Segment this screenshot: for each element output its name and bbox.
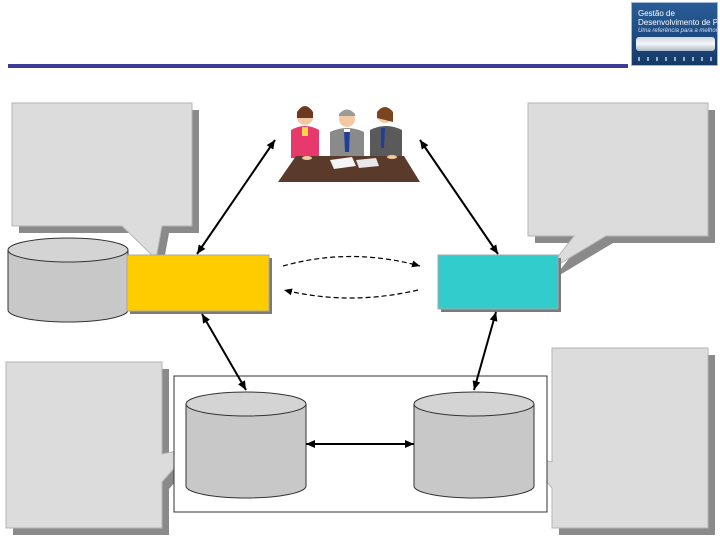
dashed-arrow-to-cyan <box>282 255 421 268</box>
logo-text-line3: Uma referência para a melhoria do proces… <box>638 28 718 34</box>
database-bottom-left <box>185 391 307 499</box>
arrow-meeting-cyan <box>419 139 499 255</box>
database-left <box>7 237 129 323</box>
logo-film-strip-icon <box>636 37 715 51</box>
logo-dots-icon <box>638 57 713 61</box>
arrow-meeting-yellow <box>196 139 276 255</box>
arrow-yellow-database <box>201 313 247 391</box>
callout-top-left <box>11 102 199 266</box>
header-rule <box>8 64 628 68</box>
business-meeting-icon <box>278 106 420 182</box>
arrow-cyan-database <box>472 311 498 391</box>
callout-bottom-right <box>524 347 715 535</box>
logo-text-line2: Desenvolvimento de Produtos <box>638 18 718 27</box>
brand-logo: Gestão de Desenvolvimento de Produtos Um… <box>631 2 718 66</box>
callout-bottom-left <box>5 361 199 535</box>
dashed-arrow-to-yellow <box>283 288 419 299</box>
logo-text-line1: Gestão de <box>638 9 675 18</box>
callout-top-right <box>527 102 715 279</box>
yellow-process-box <box>126 254 272 314</box>
database-bottom-right <box>413 391 535 499</box>
cyan-process-box <box>437 254 561 312</box>
